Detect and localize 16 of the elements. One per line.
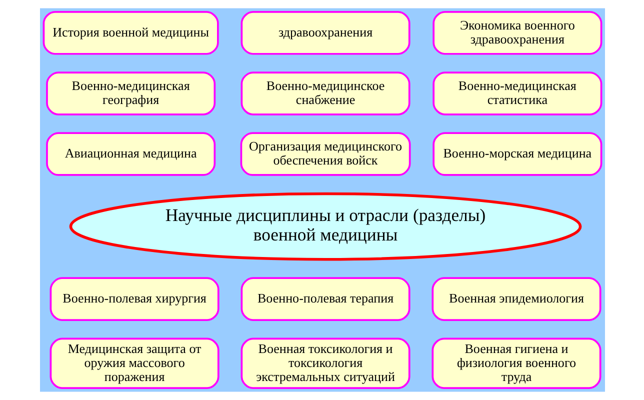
node-box: здравоохранения — [240, 11, 410, 55]
node-box: Военно-медицинская статистика — [432, 72, 602, 116]
node-box: Военно-медицинское снабжение — [240, 72, 410, 116]
node-box: Военная гигиена и физиология военного труда — [431, 338, 601, 389]
node-ellipse: Научные дисциплины и отрасли (разделы) военной медицины — [68, 192, 582, 261]
node-box: Военная эпидемиология — [431, 277, 601, 321]
node-box: Военно-медицинская география — [46, 72, 216, 116]
node-box: Военно-полевая хирургия — [49, 277, 219, 321]
node-box: Военно-полевая терапия — [240, 277, 410, 321]
node-box: Организация медицинского обеспечения войск — [240, 132, 410, 176]
node-box: Экономика военного здравоохранения — [432, 11, 602, 55]
node-box: Военно-морская медицина — [432, 132, 602, 176]
node-box: Медицинская защита от оружия массового поражения — [49, 338, 219, 389]
node-box: История военной медицины — [42, 11, 218, 55]
node-box: Военная токсикология и токсикология экстремальных ситуаций — [240, 338, 410, 389]
node-box: Авиационная медицина — [46, 132, 216, 176]
